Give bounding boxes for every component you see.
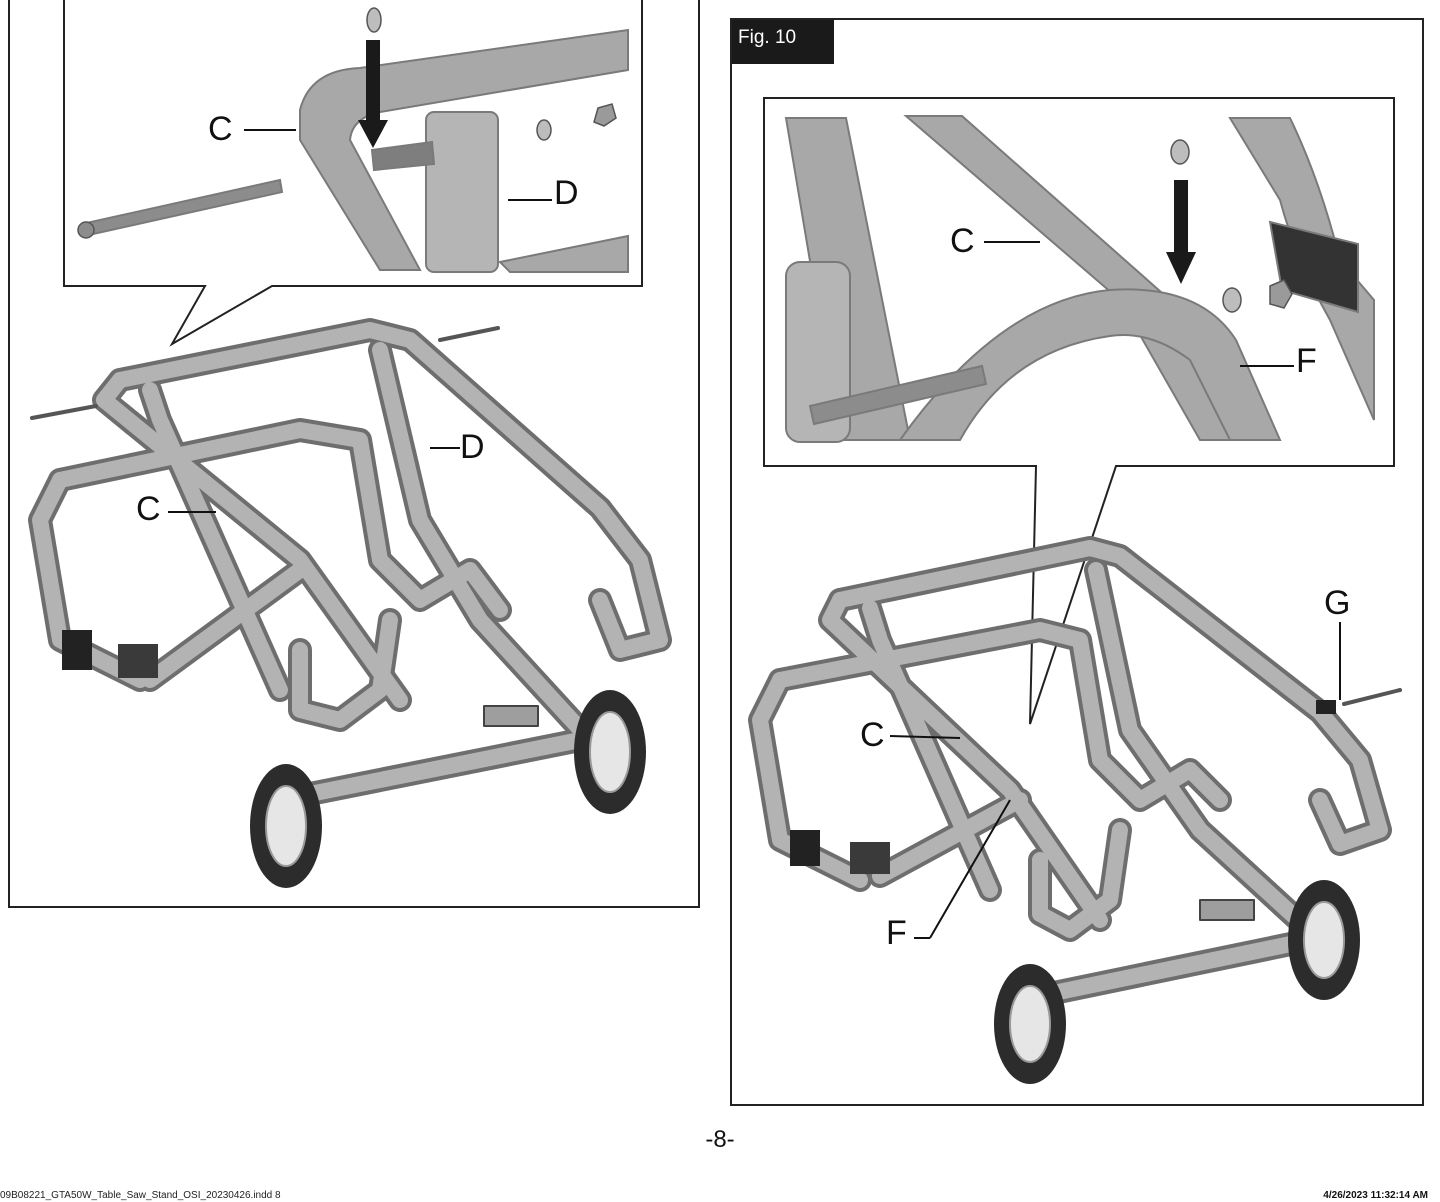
label-f-right-frame: F bbox=[886, 914, 907, 952]
page-number: -8- bbox=[705, 1126, 735, 1153]
left-zoom-inset bbox=[63, 0, 643, 347]
label-c-left-inset: C bbox=[208, 110, 233, 148]
label-d-left-frame: D bbox=[460, 428, 485, 466]
label-c-left-frame: C bbox=[136, 490, 161, 528]
footer-timestamp: 4/26/2023 11:32:14 AM bbox=[1323, 1190, 1428, 1201]
left-frame-leaders bbox=[168, 447, 460, 513]
label-c-right-inset: C bbox=[950, 222, 975, 260]
right-stand-frame bbox=[748, 536, 1402, 1084]
label-g-right-frame: G bbox=[1324, 584, 1350, 622]
label-f-right-inset: F bbox=[1296, 342, 1317, 380]
right-zoom-inset bbox=[763, 97, 1395, 725]
figure-tag: Fig. 10 bbox=[732, 20, 834, 64]
left-stand-frame bbox=[28, 318, 672, 888]
footer-file-name: 09B08221_GTA50W_Table_Saw_Stand_OSI_2023… bbox=[0, 1190, 281, 1201]
label-c-right-frame: C bbox=[860, 716, 885, 754]
right-frame-leaders bbox=[889, 622, 1341, 939]
label-d-left-inset: D bbox=[554, 174, 579, 212]
